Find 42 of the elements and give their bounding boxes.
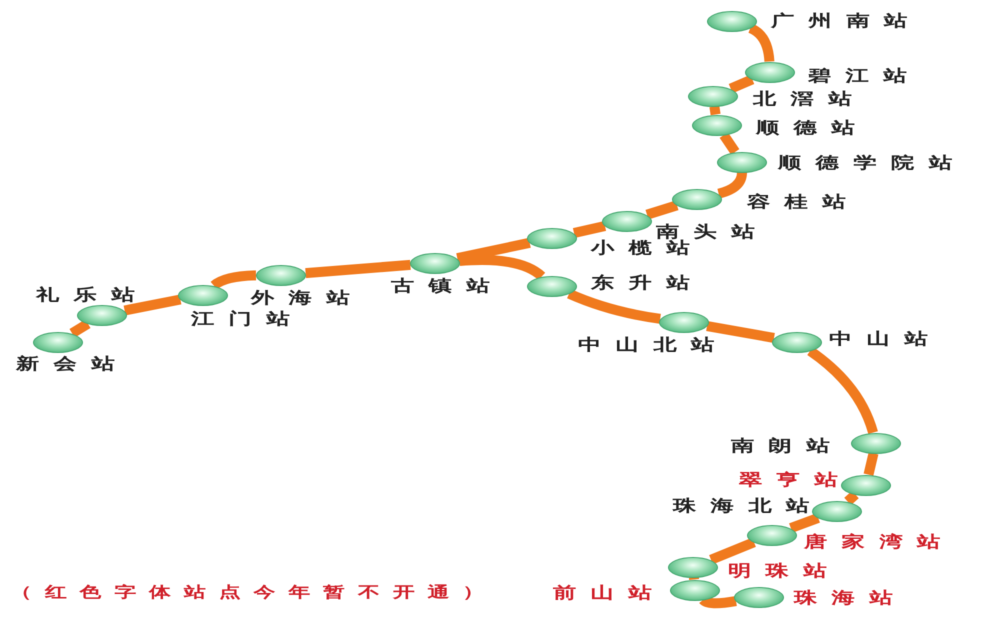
rail-line [807,346,878,434]
station-name: 珠海北站 [673,497,810,515]
station-name: 前山站 [553,584,652,602]
note-text: （红色字体站点今年暂不开通） [10,583,484,601]
rail-line [70,319,90,338]
station-name: 明珠站 [728,562,827,580]
station-name: 小榄站 [591,239,690,257]
rail-line [864,452,878,476]
rail-line [706,321,775,343]
rail-line [789,513,820,533]
station-name: 古镇站 [391,277,490,295]
rail-line [728,74,754,94]
station-name: 翠亨站 [739,471,838,489]
station-name: 新会站 [16,355,115,373]
rail-line [567,289,661,324]
station-name: 中山北站 [578,336,714,354]
station-name: 江门站 [191,310,290,328]
station-name: 外海站 [251,289,350,307]
rail-line [748,24,774,62]
station-name: 东升站 [591,274,690,292]
station-name: 容桂站 [747,193,846,211]
station-name: 唐家湾站 [804,533,940,551]
station-name: 南朗站 [731,437,830,455]
rail-line [459,255,545,280]
station-name: 顺德学院站 [778,154,952,172]
station-name: 珠海站 [794,589,893,607]
rail-line [646,200,678,220]
rail-line [709,106,721,116]
station-name: 碧江站 [808,67,907,85]
rail-line [700,596,737,608]
station-name: 中山站 [829,330,928,348]
rail-line [844,490,859,506]
station-name: 南头站 [656,223,755,241]
station-name: 北滘站 [753,90,852,108]
rail-line [709,538,756,564]
station-name: 顺德站 [756,119,855,137]
rail-line [572,221,606,238]
rail-line [124,294,182,316]
rail-line [210,270,256,290]
rail-line [305,260,411,278]
station-name: 广州南站 [771,12,908,30]
station-name: 礼乐站 [36,286,135,304]
